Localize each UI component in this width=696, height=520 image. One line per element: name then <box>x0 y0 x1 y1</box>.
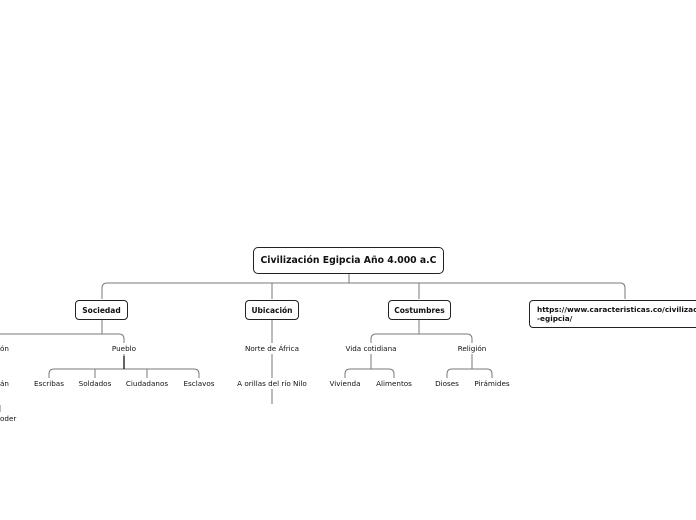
root-node[interactable]: Civilización Egipcia Año 4.000 a.C <box>253 247 444 274</box>
node-religion[interactable]: Religión <box>457 344 487 353</box>
node-pueblo[interactable]: Pueblo <box>111 344 137 353</box>
node-costumbres[interactable]: Costumbres <box>388 300 451 320</box>
cut-label-3[interactable]: oder <box>0 414 17 423</box>
costumbres-label: Costumbres <box>394 305 445 315</box>
cut-label-2[interactable]: án <box>0 379 9 388</box>
ubicacion-label: Ubicación <box>251 305 293 315</box>
node-esclavos[interactable]: Esclavos <box>183 379 215 388</box>
node-ubicacion[interactable]: Ubicación <box>245 300 299 320</box>
node-vivienda[interactable]: Vivienda <box>329 379 361 388</box>
connector-costumbres <box>370 320 473 343</box>
node-norte-africa[interactable]: Norte de África <box>244 344 300 353</box>
node-vida-cotidiana[interactable]: Vida cotidiana <box>345 344 397 353</box>
node-link[interactable]: https://www.caracteristicas.co/civilizac… <box>529 300 696 328</box>
node-escribas[interactable]: Escribas <box>34 379 64 388</box>
root-label: Civilización Egipcia Año 4.000 a.C <box>260 255 437 266</box>
sociedad-label: Sociedad <box>82 305 121 315</box>
node-alimentos[interactable]: Alimentos <box>376 379 412 388</box>
node-soldados[interactable]: Soldados <box>78 379 112 388</box>
connector-sociedad <box>0 320 125 343</box>
connector-religion <box>446 354 493 378</box>
connector-root-bus <box>101 274 626 299</box>
link-line-1: https://www.caracteristicas.co/civilizac <box>537 304 696 314</box>
node-rio-nilo[interactable]: A orillas del río Nilo <box>237 379 307 388</box>
node-sociedad[interactable]: Sociedad <box>75 300 128 320</box>
node-piramides[interactable]: Pirámides <box>474 379 510 388</box>
link-line-2: -egipcia/ <box>537 314 573 323</box>
node-dioses[interactable]: Dioses <box>435 379 459 388</box>
connector-vida <box>344 354 395 378</box>
node-ciudadanos[interactable]: Ciudadanos <box>125 379 169 388</box>
cut-label-1[interactable]: ón <box>0 344 9 353</box>
